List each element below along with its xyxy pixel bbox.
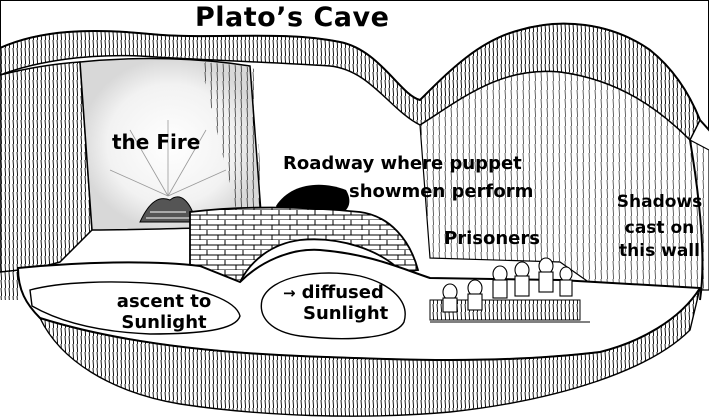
label-shadows-line-2: cast on xyxy=(624,217,695,238)
puppet-showmen xyxy=(276,184,350,214)
stone-bridge xyxy=(189,206,420,283)
diagram-title: Plato’s Cave xyxy=(195,2,390,33)
left-fringe xyxy=(0,268,18,300)
right-cave-edge xyxy=(689,139,704,301)
fire-alcove-wall-texture xyxy=(200,62,262,226)
label-diffused-line-2: Sunlight xyxy=(303,302,389,324)
label-ascent-line-2: Sunlight xyxy=(121,311,207,333)
prisoners-group xyxy=(429,257,590,323)
label-ascent-line-1: ascent to xyxy=(116,291,212,312)
label-fire: the Fire xyxy=(112,130,201,154)
label-ascent: ascent to Sunlight xyxy=(98,291,230,333)
arrow-right-icon: → xyxy=(283,284,296,302)
label-roadway-line-1: Roadway where puppet xyxy=(283,153,522,174)
floor-underside xyxy=(38,287,701,417)
label-diffused-line-1: diffused xyxy=(301,282,384,303)
cave-roof-hatching xyxy=(0,22,701,142)
label-roadway-line-2: showmen perform xyxy=(349,181,534,202)
label-diffused: → diffused Sunlight xyxy=(283,282,389,324)
left-cave-wall xyxy=(0,61,93,273)
fire-pile xyxy=(109,120,227,223)
label-shadows-line-1: Shadows xyxy=(616,192,703,212)
ascent-tunnel xyxy=(29,281,241,335)
label-shadows-line-3: this wall xyxy=(619,241,700,262)
diffused-sunlight-opening xyxy=(260,272,406,340)
label-shadows: Shadows cast on this wall xyxy=(612,192,707,262)
label-prisoners: Prisoners xyxy=(444,228,540,249)
